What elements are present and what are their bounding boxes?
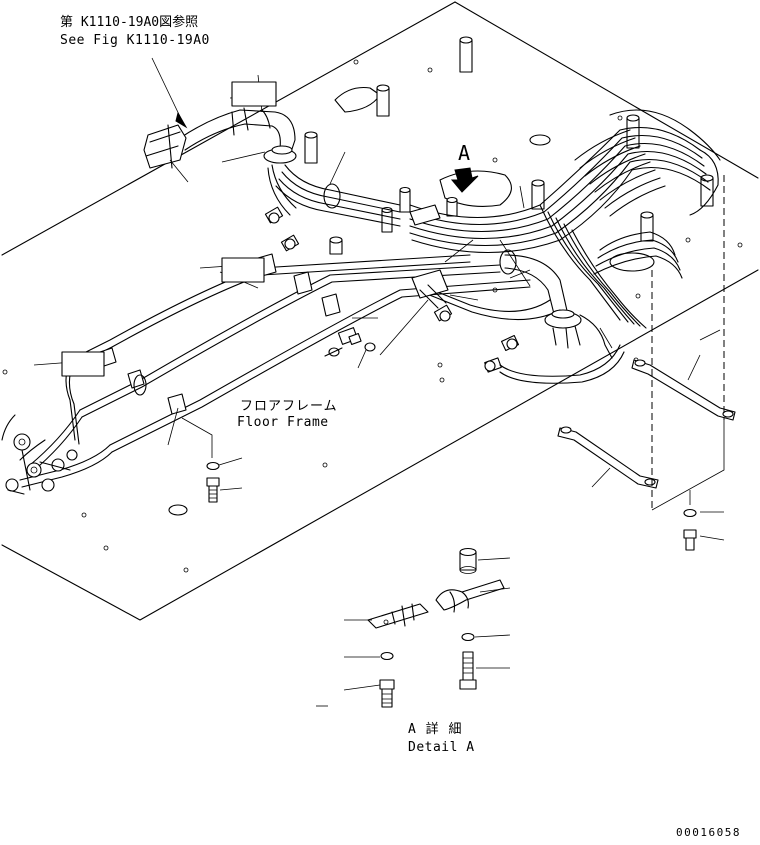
mounting-holes (2, 59, 743, 573)
text-labels: 第 K1110-19A0図参照 See Fig K1110-19A0 フロアフレ… (60, 14, 741, 839)
clamp-upper-left (143, 124, 187, 169)
detail-clamp (435, 579, 505, 613)
detail-bolt-left (379, 679, 395, 708)
clamp-b (293, 271, 313, 295)
fittings-left (264, 206, 520, 373)
view-arrow-a: A (450, 141, 479, 193)
label-tags (61, 81, 277, 377)
clamp-f (167, 393, 187, 415)
reference-jp: 第 K1110-19A0図参照 (60, 14, 198, 30)
fitting-6 (433, 304, 453, 322)
standoff-1 (459, 36, 473, 73)
alignment-lines (651, 175, 725, 511)
reference-en: See Fig K1110-19A0 (60, 33, 210, 48)
detail-bolt-right (459, 651, 477, 690)
fitting-5 (484, 357, 502, 373)
connectors-bottom-left (5, 433, 78, 495)
detail-washer-right (461, 632, 475, 642)
fitting-4 (500, 334, 520, 352)
fitting-3 (329, 236, 343, 255)
strap-upper (631, 359, 736, 421)
view-marker: A (458, 141, 470, 165)
strap-lower (557, 426, 659, 489)
standoff-5 (531, 179, 545, 210)
hose-right (499, 344, 625, 384)
standoff-8 (399, 186, 411, 213)
hose-run-middle (267, 164, 401, 227)
standoff-10 (446, 196, 458, 217)
bracket-middle (409, 204, 449, 309)
fitting-1 (264, 206, 284, 224)
bolt-floor (181, 417, 220, 503)
clamp-c (321, 293, 341, 317)
bolt-right (683, 508, 697, 551)
standoff-7 (640, 211, 654, 242)
strap-brackets (557, 359, 736, 489)
detail-leaders (316, 557, 511, 707)
fitting-2 (280, 234, 300, 252)
hose-bundle-main (409, 109, 721, 329)
elbow-hose-lower (504, 254, 613, 359)
clamp-h (133, 374, 147, 396)
detail-jp: A 詳 細 (408, 721, 462, 737)
slot-opening (334, 86, 512, 207)
detail-a-parts (316, 547, 511, 708)
drawing-number: 00016058 (676, 826, 741, 839)
standoff-9 (381, 206, 393, 233)
standoffs (304, 36, 714, 242)
detail-clip (367, 603, 429, 629)
detail-en: Detail A (408, 740, 475, 755)
standoff-2 (376, 84, 390, 117)
bolt-middle (324, 327, 376, 357)
elbow-hose-upper (179, 107, 297, 164)
detail-washer-left (380, 651, 394, 661)
detail-spacer (459, 547, 477, 574)
clamp-g (499, 249, 517, 275)
standoff-3 (304, 131, 318, 164)
floor-frame-jp: フロアフレーム (240, 399, 338, 414)
standoff-4 (626, 114, 640, 149)
floor-frame-en: Floor Frame (237, 415, 329, 430)
